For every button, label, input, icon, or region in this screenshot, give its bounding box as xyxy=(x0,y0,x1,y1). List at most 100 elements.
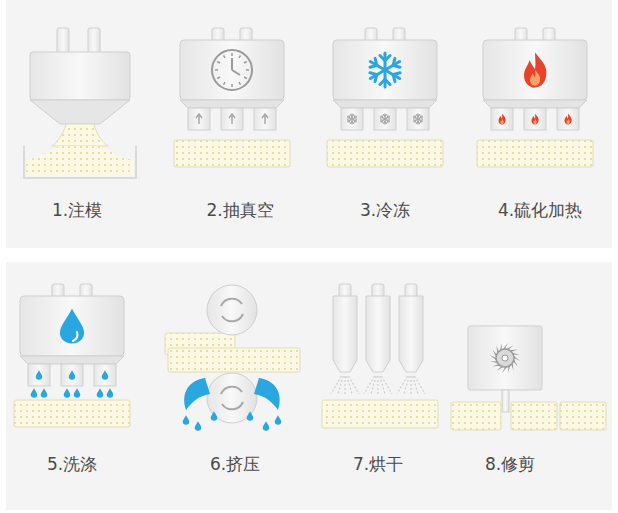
rotate-arrow xyxy=(221,387,243,410)
foam-slab xyxy=(322,400,438,428)
hot-air xyxy=(347,376,352,394)
hot-air xyxy=(349,376,360,394)
saw-blade xyxy=(502,355,508,361)
water-drop xyxy=(107,388,114,398)
machine-body xyxy=(483,40,587,100)
water-drop xyxy=(263,421,270,431)
step-caption: 1.注模 xyxy=(52,200,102,220)
nozzle xyxy=(374,108,396,130)
water-drop xyxy=(41,388,48,398)
foam-slab xyxy=(168,348,300,372)
flame-icon xyxy=(566,119,569,124)
funnel xyxy=(30,100,130,124)
clock-icon xyxy=(232,70,240,75)
water-drop xyxy=(60,308,84,343)
snowflake-icon xyxy=(348,119,351,122)
machine-base xyxy=(333,100,437,108)
saw-blade xyxy=(514,356,520,361)
clock-icon xyxy=(239,55,241,58)
water-drop xyxy=(275,415,282,425)
flame-icon xyxy=(565,113,572,124)
flame-icon xyxy=(500,119,503,124)
foam-pour xyxy=(52,124,108,146)
step-caption: 4.硫化加热 xyxy=(498,200,582,220)
snowflake-icon xyxy=(414,119,417,122)
water-drop xyxy=(195,421,202,431)
nozzle xyxy=(188,108,210,130)
clock-icon xyxy=(217,77,220,79)
snowflake-icon xyxy=(414,117,418,120)
up-arrow xyxy=(196,114,202,124)
panel-bottom xyxy=(6,262,612,510)
snowflake-icon xyxy=(351,122,354,124)
clock-icon xyxy=(224,55,226,58)
snowflake-icon xyxy=(414,116,417,119)
snowflake-icon xyxy=(387,119,390,122)
snowflake-icon xyxy=(417,122,420,124)
injection-machine xyxy=(24,28,136,178)
snowflake-icon xyxy=(384,122,387,124)
clock-icon xyxy=(212,50,252,90)
water-drop xyxy=(74,388,81,398)
clock-icon xyxy=(244,62,247,64)
foam-slab xyxy=(327,140,443,167)
hot-air xyxy=(413,376,418,394)
snowflake-icon xyxy=(354,119,357,122)
nozzle xyxy=(491,108,513,130)
snowflake-icon xyxy=(420,116,423,119)
saw-blade xyxy=(502,367,507,373)
snowflake-icon xyxy=(381,117,385,120)
step-caption: 3.冷冻 xyxy=(360,200,410,220)
clock-icon xyxy=(239,82,241,85)
snowflake-icon xyxy=(347,115,353,120)
snowflake-icon xyxy=(370,58,380,69)
snowflake-icon xyxy=(368,53,403,87)
foam-slab xyxy=(477,140,593,167)
saw-blade xyxy=(503,343,508,349)
clock-icon xyxy=(231,84,233,87)
step-caption: 2.抽真空 xyxy=(206,200,273,220)
foam-slab xyxy=(14,400,130,427)
clock-icon xyxy=(231,53,233,56)
snowflake-icon xyxy=(381,116,384,119)
hot-air xyxy=(380,376,385,394)
water-drop xyxy=(31,388,38,398)
nozzle xyxy=(61,364,83,386)
snowflake-icon xyxy=(380,115,386,120)
nozzle xyxy=(557,108,579,130)
snowflake-icon xyxy=(387,116,390,119)
foam-slab xyxy=(511,402,557,430)
hot-air xyxy=(331,376,342,394)
clock-icon xyxy=(212,50,252,90)
roller xyxy=(207,285,257,335)
hot-air xyxy=(364,376,375,394)
vulcanizer-machine xyxy=(477,28,593,167)
water-drop xyxy=(102,370,109,380)
machine-body xyxy=(20,296,124,356)
roller xyxy=(207,373,257,423)
water-splash xyxy=(184,378,210,410)
water-drop xyxy=(211,411,218,421)
hot-air xyxy=(371,376,376,394)
machine-base xyxy=(483,100,587,108)
hot-air xyxy=(404,376,409,394)
snowflake-icon xyxy=(417,115,420,117)
water-drop xyxy=(69,370,76,380)
machine-body xyxy=(180,40,284,100)
nozzle xyxy=(254,108,276,130)
foam-slab xyxy=(451,402,501,430)
water-splash xyxy=(254,378,280,410)
dryer-cylinder xyxy=(399,296,423,372)
snowflake-icon xyxy=(354,116,357,119)
snowflake-icon xyxy=(347,114,357,124)
top-pipe xyxy=(88,28,100,54)
nozzle xyxy=(524,108,546,130)
snowflake-icon xyxy=(380,56,390,61)
machine-base xyxy=(180,100,284,108)
hot-air xyxy=(415,376,426,394)
hot-air xyxy=(382,376,393,394)
saw-blade xyxy=(490,355,496,360)
flame-icon xyxy=(532,113,539,124)
